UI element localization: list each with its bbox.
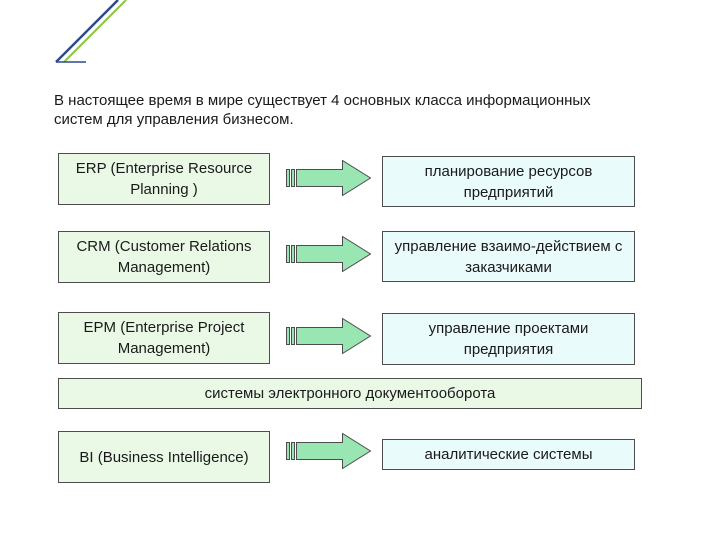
crm-description-box: управление взаимо-действием с заказчикам… <box>382 231 635 282</box>
arrow-right-icon <box>286 433 372 469</box>
intro-text: В настоящее время в мире существует 4 ос… <box>54 92 591 128</box>
epm-description-box: управление проектами предприятия <box>382 313 635 365</box>
erp-box: ERP (Enterprise Resource Planning ) <box>58 153 270 205</box>
document-management-box: системы электронного документооборота <box>58 378 642 409</box>
erp-description-box: планирование ресурсов предприятий <box>382 156 635 207</box>
corner-decoration <box>55 0 127 63</box>
arrow-right-icon <box>286 318 372 354</box>
epm-box: EPM (Enterprise Project Management) <box>58 312 270 364</box>
bi-description-box: аналитические системы <box>382 439 635 470</box>
arrow-right-icon <box>286 236 372 272</box>
crm-box: CRM (Customer Relations Management) <box>58 231 270 283</box>
arrow-right-icon <box>286 160 372 196</box>
bi-box: BI (Business Intelligence) <box>58 431 270 483</box>
